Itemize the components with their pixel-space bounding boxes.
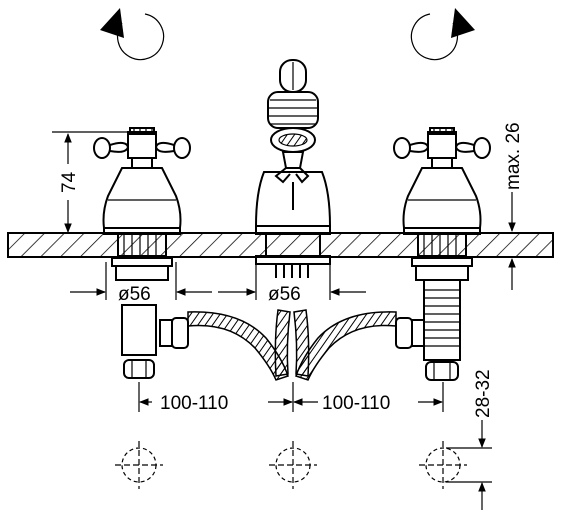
dimension-label-diameter-center: ø56 [268, 284, 301, 305]
right-braided-hose [293, 309, 425, 381]
left-braided-hose [159, 309, 291, 381]
dimension-spacing: 100-110 100-110 [138, 382, 444, 414]
dimension-hole-diameter-left: ø56 [70, 262, 212, 305]
hole-marker-right [419, 441, 467, 489]
dimension-label-diameter-left: ø56 [118, 284, 151, 305]
right-cross-handle-valve [393, 127, 491, 381]
center-spout-assembly [254, 59, 332, 278]
dimension-max-deck-thickness: max. 26 [503, 122, 524, 290]
dimension-label-74: 74 [59, 171, 80, 193]
hole-layout [115, 441, 467, 489]
counter-deck [7, 232, 554, 258]
dimension-label-spacing-right: 100-110 [322, 393, 390, 414]
dimension-label-max-26: max. 26 [503, 122, 524, 190]
dimension-label-spacing-left: 100-110 [160, 393, 228, 414]
hole-marker-left [115, 441, 163, 489]
dimension-connection-offset: 28-32 [446, 369, 494, 510]
dimension-height-above-deck: 74 [52, 131, 130, 233]
counterclockwise-arrow-icon [100, 8, 165, 61]
clockwise-arrow-icon [410, 8, 475, 61]
dimension-hole-diameter-center: ø56 [218, 262, 366, 305]
left-cross-handle-valve [93, 127, 191, 379]
hole-marker-center [269, 441, 317, 489]
dimension-label-28-32: 28-32 [473, 369, 494, 418]
